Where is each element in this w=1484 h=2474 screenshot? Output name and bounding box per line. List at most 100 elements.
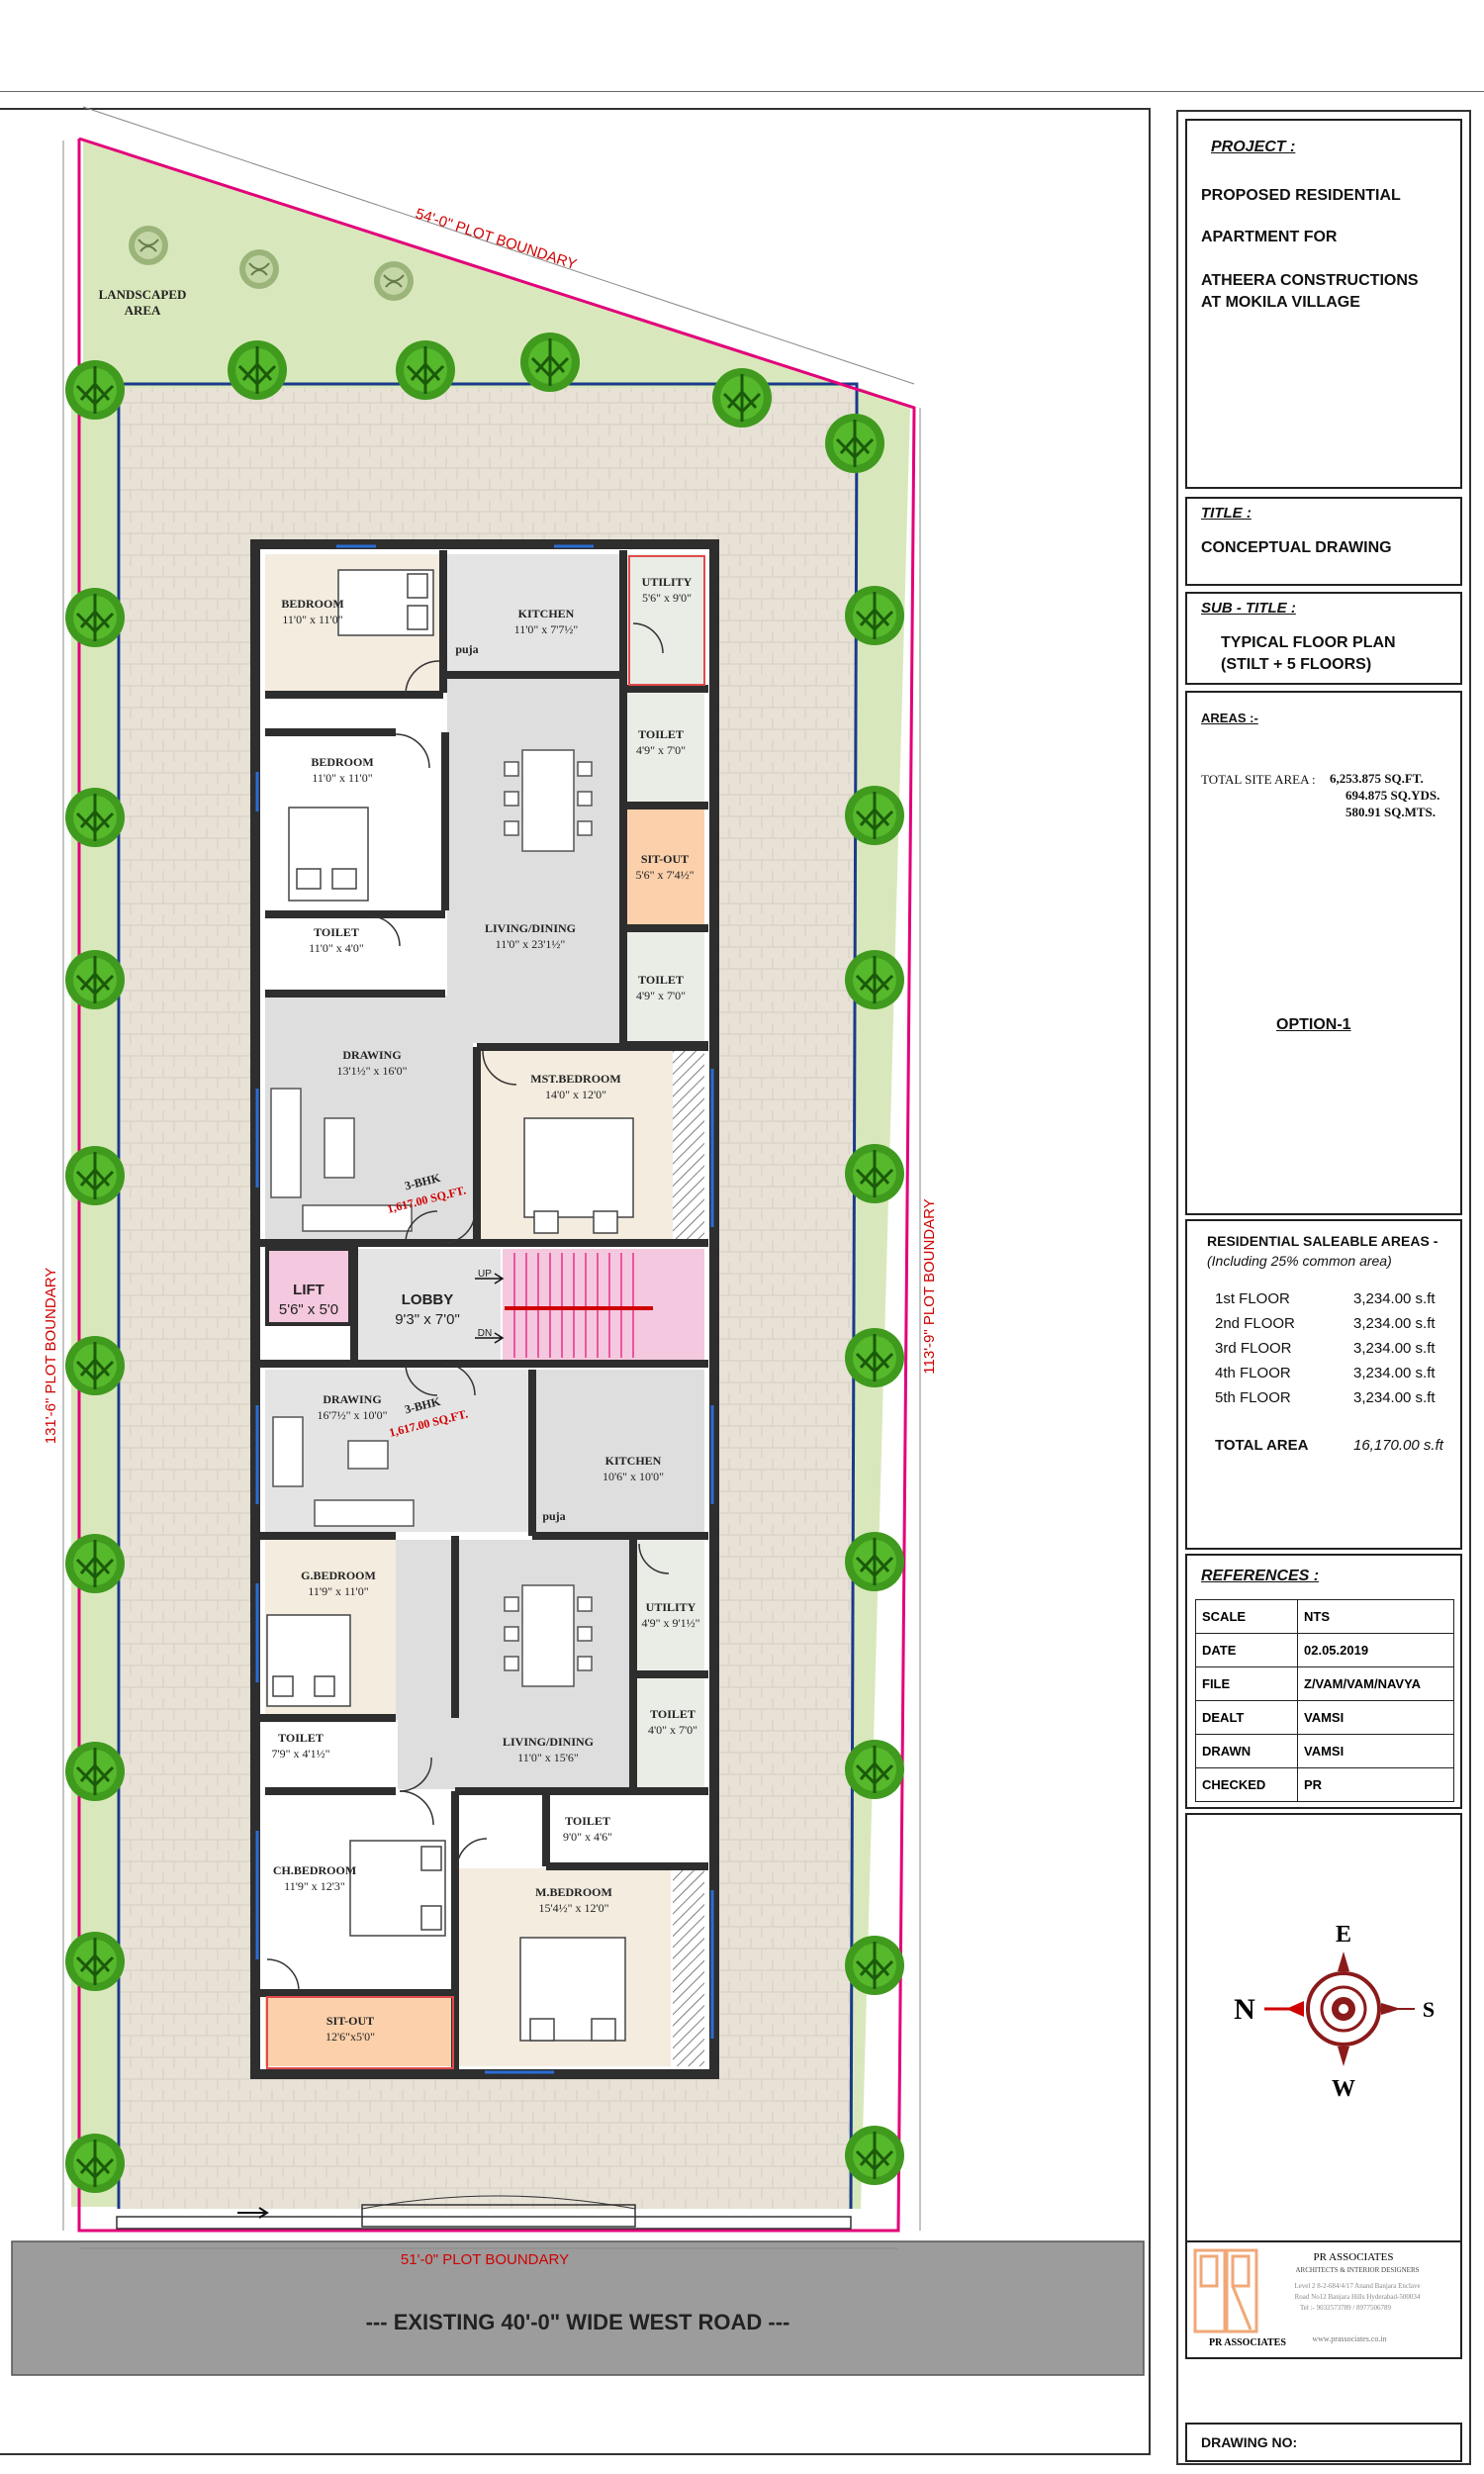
tree-icon (63, 1144, 127, 1207)
sheet-border-right (1176, 110, 1471, 2465)
chbed-size: 11'9" x 12'3" (284, 1879, 345, 1893)
tree-icon (518, 331, 582, 394)
bedroom-1-size: 11'0" x 11'0" (282, 613, 342, 626)
toilet-6-size: 9'0" x 4'6" (563, 1830, 612, 1844)
project-line-1: PROPOSED RESIDENTIAL (1201, 187, 1401, 204)
compound-wall-top (119, 382, 859, 416)
tree-icon (63, 358, 127, 422)
firm-web: www.prassociates.co.in (1312, 2334, 1386, 2343)
tree-icon (823, 412, 886, 475)
stair-dn-label: DN (478, 1328, 492, 1339)
toilet-4-name: TOILET (650, 1707, 696, 1721)
room-labels: BEDROOM 11'0" x 11'0" KITCHEN 11'0" x 7'… (271, 575, 699, 2044)
tree-icon (63, 1930, 127, 1993)
stair-up-label: UP (478, 1269, 492, 1280)
bottom-boundary-label: 51'-0" PLOT BOUNDARY (401, 2251, 569, 2268)
mbed-size: 15'4½" x 12'0" (538, 1901, 608, 1915)
kitchen-1-size: 11'0" x 7'7½" (514, 622, 579, 636)
toilet-3-size: 4'9" x 7'0" (636, 989, 686, 1002)
saleable-note: (Including 25% common area) (1207, 1253, 1392, 1269)
lobby-name: LOBBY (402, 1291, 454, 1308)
bedroom-2-size: 11'0" x 11'0" (312, 771, 372, 785)
living-1-size: 11'0" x 23'1½" (496, 937, 566, 951)
tree-icon (63, 1334, 127, 1397)
project-line-2: APARTMENT FOR (1201, 229, 1338, 245)
kitchen-2-name: KITCHEN (605, 1454, 662, 1468)
drawing-no-label: DRAWING NO: (1201, 2434, 1298, 2450)
tree-icon (63, 586, 127, 649)
toilet-2-floor (265, 916, 441, 992)
toilet-3-name: TOILET (638, 973, 684, 987)
toilet-3-floor (627, 932, 704, 1043)
site-area-line-3: 580.91 SQ.MTS. (1345, 805, 1437, 819)
toilet-2-size: 11'0" x 4'0" (309, 941, 364, 955)
saleable-title: RESIDENTIAL SALEABLE AREAS - (1207, 1233, 1438, 1249)
drawing-2-size: 16'7½" x 10'0" (317, 1408, 387, 1422)
tree-icon (843, 784, 906, 847)
road (12, 2241, 1144, 2375)
compound-wall-right (849, 415, 859, 2210)
puja-1-name: puja (455, 642, 478, 656)
areas-panel: AREAS :- TOTAL SITE AREA : 6,253.875 SQ.… (1185, 691, 1462, 1215)
option-label: OPTION-1 (1276, 1016, 1351, 1033)
road-label: --- EXISTING 40'-0" WIDE WEST ROAD --- (366, 2310, 790, 2334)
lift-size: 5'6" x 5'0 (279, 1301, 338, 1318)
drawing-2-name: DRAWING (323, 1392, 381, 1406)
tree-icon (63, 1532, 127, 1595)
compass-panel: E N S W (1185, 1813, 1462, 2242)
living-2-name: LIVING/DINING (503, 1735, 594, 1749)
kitchen-2-size: 10'6" x 10'0" (603, 1470, 664, 1483)
drawing-no-panel: DRAWING NO: (1185, 2423, 1462, 2462)
utility-2-size: 4'9" x 9'1½" (641, 1616, 699, 1630)
shrub-icon (238, 248, 280, 290)
firm-tagline: ARCHITECTS & INTERIOR DESIGNERS (1295, 2266, 1419, 2274)
toilet-5-name: TOILET (278, 1731, 324, 1745)
subtitle-line-1: TYPICAL FLOOR PLAN (1221, 634, 1396, 651)
tree-icon (843, 1934, 906, 1997)
lobby-floor (358, 1249, 501, 1360)
sheet-top-line (0, 91, 1484, 92)
kitchen-1-name: KITCHEN (518, 607, 575, 620)
toilet-5-floor (265, 1720, 398, 1789)
utility-2-floor (637, 1540, 704, 1672)
subtitle-panel: SUB - TITLE : TYPICAL FLOOR PLAN (STILT … (1185, 592, 1462, 685)
sitout-2-size: 12'6"x5'0" (325, 2030, 375, 2044)
tree-icon (843, 584, 906, 647)
shrub-icon (128, 225, 169, 266)
staircase (503, 1249, 704, 1360)
tree-icon (710, 366, 774, 429)
tree-icon (63, 1740, 127, 1803)
landscape-label-1: LANDSCAPED (99, 287, 187, 302)
tree-icon (843, 1530, 906, 1593)
lift-floor (265, 1247, 352, 1326)
shrub-icon (373, 260, 415, 302)
entry-arrow (237, 2207, 269, 2219)
gbed-name: G.BEDROOM (301, 1569, 376, 1582)
references-label: REFERENCES : (1201, 1568, 1320, 1584)
saleable-panel: RESIDENTIAL SALEABLE AREAS - (Including … (1185, 1219, 1462, 1550)
utility-1-name: UTILITY (642, 575, 693, 589)
firm-address-1: Level 2 8-2-684/4/17 Anand Banjara Encla… (1294, 2282, 1420, 2290)
living-1-name: LIVING/DINING (485, 921, 576, 935)
mstbed-size: 14'0" x 12'0" (545, 1088, 606, 1101)
tree-icon (843, 1326, 906, 1389)
site-area-line-1: 6,253.875 SQ.FT. (1330, 771, 1424, 786)
bedroom-2-name: BEDROOM (311, 755, 373, 769)
drawing-1-name: DRAWING (342, 1048, 401, 1062)
toilet-6-name: TOILET (565, 1814, 610, 1828)
toilet-2-name: TOILET (314, 925, 359, 939)
toilet-1-name: TOILET (638, 727, 684, 741)
sitout-1-floor (627, 808, 704, 926)
tree-icon (226, 338, 289, 402)
project-label: PROJECT : (1211, 139, 1296, 155)
left-boundary-label: 131'-6" PLOT BOUNDARY (43, 1268, 59, 1445)
utility-1-size: 5'6" x 9'0" (642, 591, 692, 605)
chbed-name: CH.BEDROOM (273, 1863, 356, 1877)
